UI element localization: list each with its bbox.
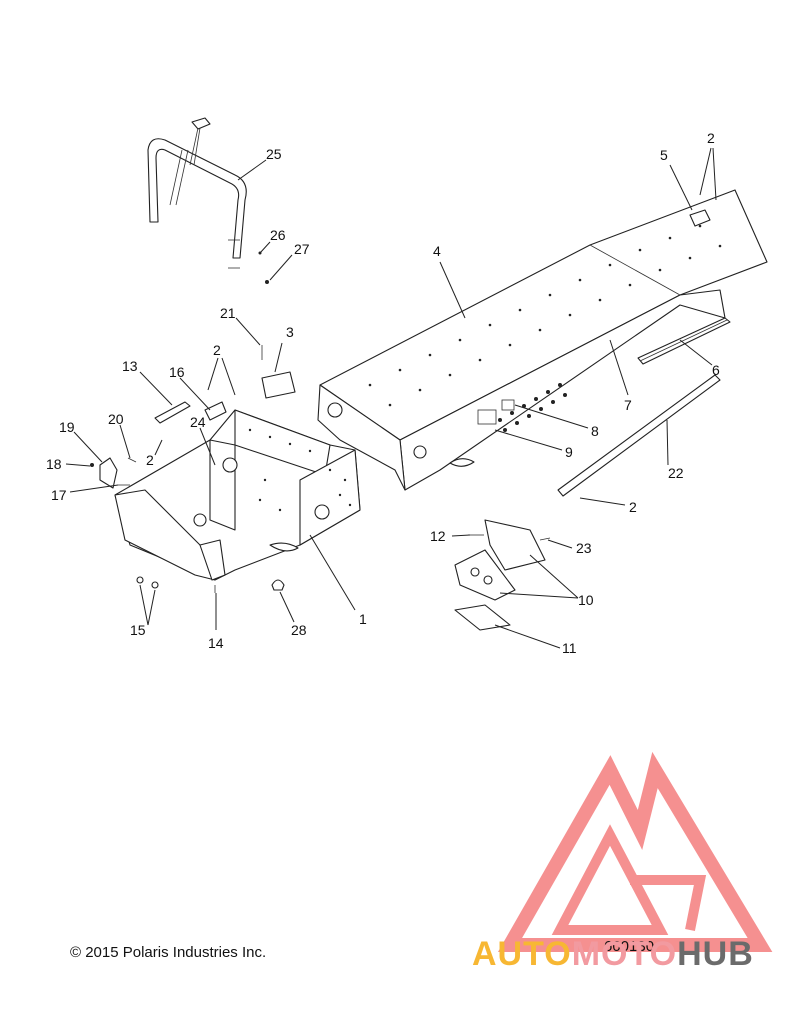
- callout-16: 16: [169, 364, 185, 380]
- bracket-part-19: [99, 457, 118, 489]
- callout-10: 10: [578, 592, 594, 608]
- plate-part-11: [454, 604, 511, 631]
- leader-lines: [65, 147, 717, 649]
- callout-2-bracket: 2: [213, 342, 221, 358]
- callout-26: 26: [270, 227, 286, 243]
- callout-2-left: 2: [146, 452, 154, 468]
- watermark-logo: [497, 751, 773, 952]
- callout-2-rod: 2: [629, 499, 637, 515]
- callout-25: 25: [266, 146, 282, 162]
- bulkhead-part-1: [114, 409, 361, 581]
- callout-27: 27: [294, 241, 310, 257]
- callout-14: 14: [208, 635, 224, 651]
- callout-2-top-right: 2: [707, 130, 715, 146]
- flap-part-5: [689, 209, 711, 227]
- callout-1: 1: [359, 611, 367, 627]
- callout-24: 24: [190, 414, 206, 430]
- callout-17: 17: [51, 487, 67, 503]
- callout-28: 28: [291, 622, 307, 638]
- callout-6: 6: [712, 362, 720, 378]
- drawing-number: 600130: [604, 938, 655, 955]
- callout-8: 8: [591, 423, 599, 439]
- bracket-part-13: [154, 401, 191, 424]
- grab-bar-part-25: [147, 117, 247, 259]
- nut-part-15a: [136, 576, 144, 584]
- rod-part-22: [557, 374, 721, 497]
- callout-19: 19: [59, 419, 75, 435]
- callout-23: 23: [576, 540, 592, 556]
- watermark-part-hub: HUB: [677, 935, 754, 973]
- nut-part-15b: [151, 581, 159, 589]
- watermark-text: AUTOMOTOHUB: [472, 935, 754, 974]
- rail-strip-part-6: [637, 317, 731, 365]
- callout-9: 9: [565, 444, 573, 460]
- callout-3: 3: [286, 324, 294, 340]
- bracket-part-3: [261, 371, 296, 399]
- callout-7: 7: [624, 397, 632, 413]
- callout-22: 22: [668, 465, 684, 481]
- callout-11: 11: [562, 640, 577, 656]
- callout-5: 5: [660, 147, 668, 163]
- callout-12: 12: [430, 528, 446, 544]
- watermark-part-auto: AUTO: [472, 935, 572, 973]
- bolt-part-20: [127, 457, 137, 463]
- bracket-part-16: [204, 401, 227, 421]
- callout-18: 18: [46, 456, 62, 472]
- copyright-notice: © 2015 Polaris Industries Inc.: [70, 944, 267, 961]
- watermark-part-moto: MOTO: [571, 935, 678, 973]
- callout-20: 20: [108, 411, 124, 427]
- callout-labels: 1 2 2 2 2 3 4 5 6 7 8 9 10 11 12 13 14 1…: [46, 130, 720, 656]
- callout-4: 4: [433, 243, 441, 259]
- nut-part-18: [90, 463, 94, 467]
- clip-part-28: [271, 579, 285, 591]
- nut-part-27: [265, 280, 269, 284]
- callout-13: 13: [122, 358, 138, 374]
- callout-21: 21: [220, 305, 236, 321]
- callout-15: 15: [130, 622, 146, 638]
- bolt-part-23: [539, 537, 551, 541]
- plate-part-10: [454, 519, 546, 601]
- tunnel-part-4: [317, 189, 768, 491]
